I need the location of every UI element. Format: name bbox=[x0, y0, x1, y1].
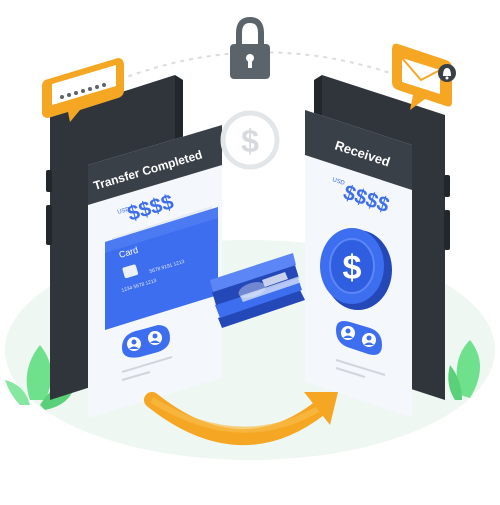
password-chat-bubble-icon bbox=[42, 58, 124, 122]
user-avatar-icon bbox=[341, 326, 355, 340]
user-avatar-icon bbox=[127, 337, 141, 351]
left-phone-header-bar bbox=[88, 125, 222, 205]
svg-text:$: $ bbox=[241, 123, 259, 159]
credit-card: Card 5678 9191 1213 1234 5678 1213 bbox=[105, 206, 218, 330]
padlock-icon bbox=[230, 16, 270, 79]
banknote-stack-icon bbox=[210, 253, 305, 328]
card-chip-icon bbox=[122, 264, 139, 279]
dashed-connection-arc bbox=[94, 51, 411, 91]
user-avatar-icon bbox=[148, 331, 162, 345]
right-phone-header-bar bbox=[305, 110, 412, 190]
right-placeholder-lines bbox=[335, 359, 386, 378]
right-phone: Received USD $$$$ $ bbox=[305, 75, 450, 418]
user-avatar-icon bbox=[362, 333, 376, 347]
left-placeholder-lines bbox=[121, 356, 173, 381]
curved-arrow-icon bbox=[144, 392, 338, 446]
dollar-coin-icon: $ bbox=[320, 228, 392, 310]
envelope-notification-icon bbox=[392, 43, 456, 110]
left-phone: Transfer Completed USD $$$$ Card 5678 91… bbox=[46, 75, 222, 418]
dollar-sign-icon: $ bbox=[220, 110, 280, 170]
leaf-right-icon bbox=[448, 340, 480, 400]
right-users-pill bbox=[336, 321, 382, 355]
svg-text:$: $ bbox=[343, 249, 362, 287]
left-phone-currency: USD bbox=[117, 206, 131, 216]
right-phone-currency: USD bbox=[331, 177, 346, 187]
left-users-pill bbox=[122, 325, 170, 358]
